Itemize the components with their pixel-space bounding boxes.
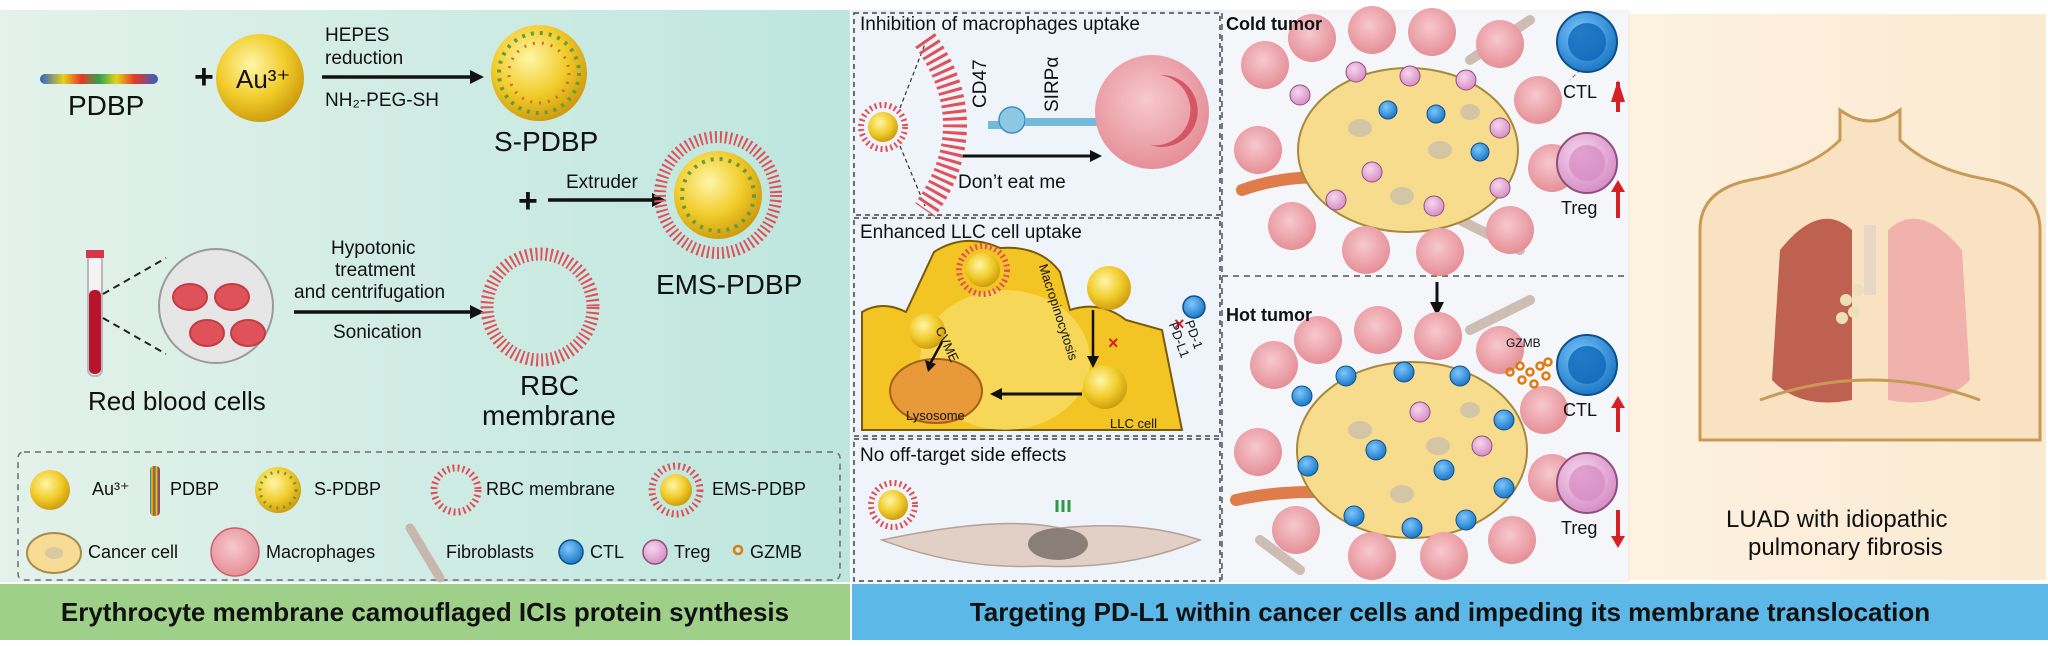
rbc-membrane-vesicle — [480, 247, 600, 367]
treg-label-cold: Treg — [1561, 198, 1598, 218]
spdbp-label: S-PDBP — [494, 126, 599, 157]
membrane-bilayer — [915, 33, 967, 217]
emspdbp-label: EMS-PDBP — [656, 269, 803, 300]
cd47-label: CD47 — [970, 59, 991, 108]
ctl-label-hot: CTL — [1563, 400, 1598, 420]
dont-eat-label: Don’t eat me — [958, 172, 1066, 193]
legend-ctl: CTL — [590, 542, 625, 562]
lung-right — [1888, 218, 1970, 403]
hepes-label: HEPES — [325, 25, 390, 46]
lysosome — [889, 358, 983, 424]
sirpa-label: SIRPα — [1042, 56, 1063, 112]
red-blood-cells-label: Red blood cells — [88, 386, 266, 416]
banner-left: Erythrocyte membrane camouflaged ICIs pr… — [0, 584, 850, 640]
rbc-label: RBC — [520, 370, 580, 401]
hot-tumor-cluster — [1230, 295, 1576, 580]
luad-line1: LUAD with idiopathic — [1726, 506, 1948, 533]
plus-sign-1: + — [194, 58, 214, 96]
sonication-label: Sonication — [333, 322, 422, 343]
legend-cancer-cell: Cancer cell — [88, 542, 179, 562]
lysosome-label: Lysosome — [906, 408, 965, 423]
lung-left — [1772, 218, 1852, 403]
membrane-label: membrane — [482, 400, 616, 431]
banner-right: Targeting PD-L1 within cancer cells and … — [852, 584, 2048, 640]
ctl-label-cold: CTL — [1563, 82, 1598, 102]
left-section-bg — [0, 10, 850, 582]
emspdbp-core — [674, 151, 762, 239]
hot-tumor-label: Hot tumor — [1226, 305, 1312, 325]
extruder-label: Extruder — [566, 172, 638, 193]
plus-sign-2: + — [518, 182, 538, 220]
banner-left-text: Erythrocyte membrane camouflaged ICIs pr… — [60, 596, 790, 627]
rbc-zoom-circle — [158, 248, 274, 364]
pdbp-rod — [40, 74, 158, 84]
treg-label-hot: Treg — [1561, 518, 1598, 538]
reduction-label: reduction — [325, 48, 404, 69]
luad-line2: pulmonary fibrosis — [1748, 534, 1943, 561]
svg-text:×: × — [1108, 333, 1119, 353]
gzmb-label: GZMB — [1506, 336, 1541, 350]
legend-treg: Treg — [674, 542, 711, 562]
legend-gzmb: GZMB — [750, 542, 802, 562]
au-ion-label: Au³⁺ — [236, 64, 291, 94]
spdbp-particle — [491, 25, 587, 121]
cold-tumor-cluster — [1234, 6, 1576, 276]
legend-spdbp: S-PDBP — [314, 479, 382, 499]
offtarget-title: No off-target side effects — [860, 445, 1067, 466]
banner-right-text: Targeting PD-L1 within cancer cells and … — [969, 596, 1931, 627]
legend-pdbp: PDBP — [170, 479, 220, 499]
pdbp-label: PDBP — [68, 90, 145, 121]
inhibition-title: Inhibition of macrophages uptake — [860, 14, 1140, 35]
legend-fibroblasts: Fibroblasts — [446, 542, 535, 562]
centrifugation-label: and centrifugation — [294, 282, 446, 303]
peg-label: NH₂-PEG-SH — [325, 90, 439, 111]
legend-au: Au³⁺ — [92, 479, 130, 499]
hypotonic-label: Hypotonic — [331, 238, 416, 259]
legend-rbc-membrane: RBC membrane — [486, 479, 616, 499]
emspdbp-membrane — [654, 131, 782, 259]
llc-cell-label: LLC cell — [1110, 416, 1157, 431]
au-sphere — [216, 34, 304, 122]
cold-tumor-label: Cold tumor — [1226, 14, 1322, 34]
legend-macrophages: Macrophages — [266, 542, 376, 562]
enhanced-title: Enhanced LLC cell uptake — [860, 222, 1082, 243]
legend-emspdbp: EMS-PDBP — [712, 479, 807, 499]
svg-text:×: × — [1174, 314, 1185, 334]
treatment-label: treatment — [335, 260, 416, 281]
